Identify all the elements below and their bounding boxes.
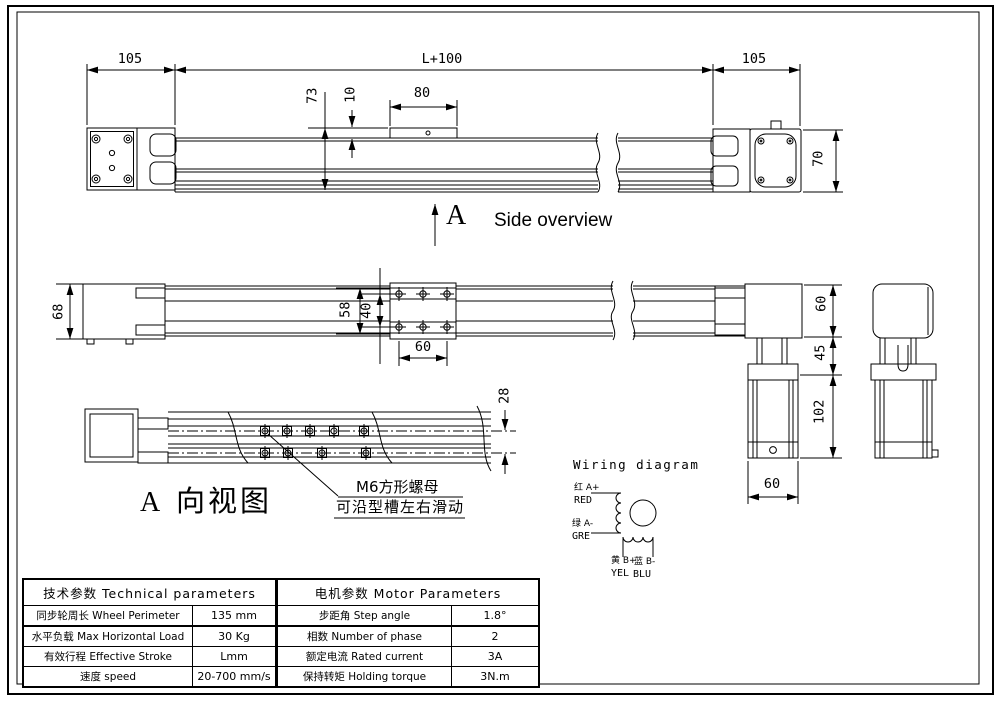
outer-border xyxy=(7,5,994,695)
table-row: 速度 speed 20-700 mm/s xyxy=(24,667,275,686)
row-value: 20-700 mm/s xyxy=(197,670,271,683)
row-label: 同步轮周长 Wheel Perimeter xyxy=(24,606,193,625)
dim-hole-col-spacing: 60 xyxy=(414,339,432,355)
dim-hole-row-spacing: 40 xyxy=(358,302,375,319)
table-row: 保持转矩 Holding torque 3N.m xyxy=(278,667,538,686)
terminal-a-plus-en: RED xyxy=(574,495,593,506)
terminal-a-plus-cn: 红 A+ xyxy=(574,483,600,493)
view-letter-A: A xyxy=(446,200,467,231)
terminal-b-plus-en: YEL xyxy=(611,568,630,579)
row-value: 30 Kg xyxy=(218,630,250,643)
terminal-b-minus-en: BLU xyxy=(633,569,652,580)
callout-m6-square-nut: M6方形螺母 xyxy=(356,478,439,496)
terminal-a-minus-en: GRE xyxy=(572,531,591,542)
table-row: 有效行程 Effective Stroke Lmm xyxy=(24,647,275,667)
wiring-diagram-title: Wiring diagram xyxy=(573,457,700,472)
dim-motor-width: 60 xyxy=(763,476,781,492)
dim-right-end-length: 105 xyxy=(741,51,767,67)
row-value: 1.8° xyxy=(483,609,507,622)
row-value: 2 xyxy=(491,630,499,643)
row-label: 水平负载 Max Horizontal Load xyxy=(24,627,193,646)
row-label: 步距角 Step angle xyxy=(278,606,452,625)
dim-coupling-length: 45 xyxy=(812,344,829,361)
terminal-a-minus-cn: 绿 A- xyxy=(572,519,594,529)
side-overview-label: Side overview xyxy=(494,210,613,231)
table-row: 步距角 Step angle 1.8° xyxy=(278,606,538,627)
dim-end-block-width: 68 xyxy=(50,303,67,320)
row-value: 135 mm xyxy=(211,609,257,622)
row-label: 速度 speed xyxy=(24,667,193,686)
row-value: 3N.m xyxy=(480,670,510,683)
row-value: 3A xyxy=(487,650,503,663)
terminal-b-minus-cn: 蓝 B- xyxy=(634,557,656,567)
terminal-b-plus-cn: 黄 B+ xyxy=(611,556,637,566)
row-label: 保持转矩 Holding torque xyxy=(278,667,452,686)
row-value: Lmm xyxy=(220,650,248,663)
technical-parameters-table: 技术参数 Technical parameters 同步轮周长 Wheel Pe… xyxy=(22,578,277,688)
dim-left-end-length: 105 xyxy=(117,51,143,67)
row-label: 有效行程 Effective Stroke xyxy=(24,647,193,666)
dim-motor-length: 102 xyxy=(811,399,828,424)
motor-parameters-table: 电机参数 Motor Parameters 步距角 Step angle 1.8… xyxy=(276,578,540,688)
motor-table-title: 电机参数 Motor Parameters xyxy=(278,580,538,606)
dim-motor-face-height: 70 xyxy=(810,150,827,167)
dim-carriage-outer: 58 xyxy=(337,301,354,318)
dim-slot-spacing: 28 xyxy=(496,387,513,404)
dim-rail-length: L+100 xyxy=(421,51,463,67)
motor-symbol xyxy=(629,499,657,527)
view-a-letter: A xyxy=(140,487,161,518)
table-row: 水平负载 Max Horizontal Load 30 Kg xyxy=(24,627,275,647)
table-row: 同步轮周长 Wheel Perimeter 135 mm xyxy=(24,606,275,627)
dim-rail-width: 60 xyxy=(813,295,830,312)
dim-plate-length: 80 xyxy=(413,85,431,101)
dim-plate-thickness: 10 xyxy=(342,86,359,103)
view-a-title-cn: 向视图 xyxy=(176,484,273,518)
row-label: 额定电流 Rated current xyxy=(278,647,452,666)
technical-table-title: 技术参数 Technical parameters xyxy=(24,580,275,606)
wiring-diagram-lines xyxy=(591,492,657,557)
table-row: 相数 Number of phase 2 xyxy=(278,627,538,647)
table-row: 额定电流 Rated current 3A xyxy=(278,647,538,667)
callout-leader xyxy=(267,433,465,519)
callout-slide-note: 可沿型槽左右滑动 xyxy=(336,498,465,516)
dim-overall-height: 73 xyxy=(304,87,321,104)
row-label: 相数 Number of phase xyxy=(278,627,452,646)
